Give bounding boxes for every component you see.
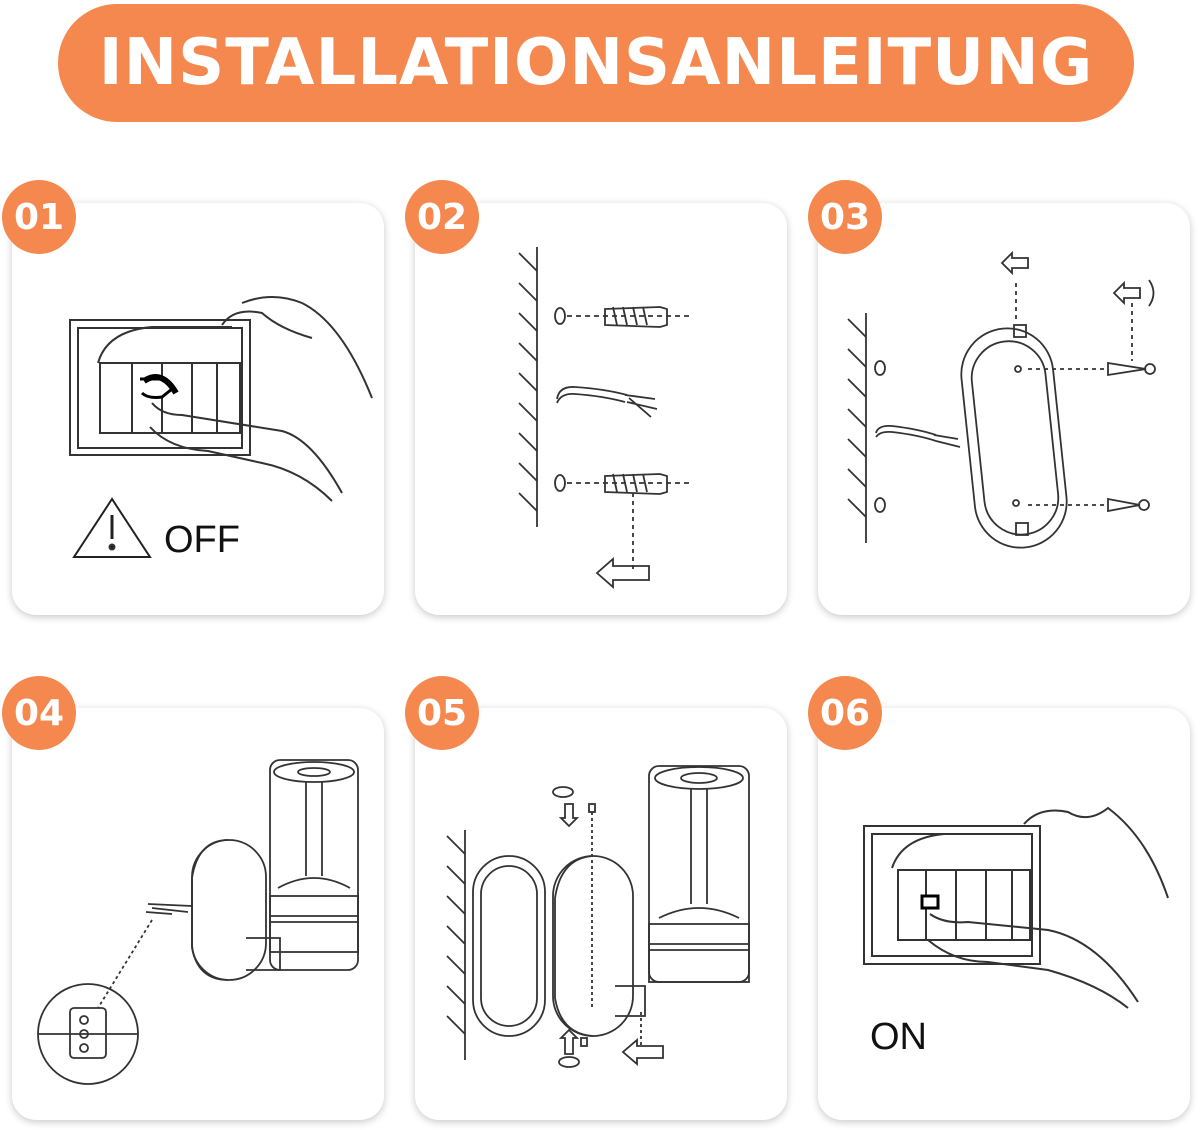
- arrow-left-icon: [1000, 250, 1029, 276]
- step-badge-01: 01: [2, 180, 76, 254]
- breaker-on-illustration: [863, 806, 1169, 1009]
- arrow-left-icon: [1112, 280, 1141, 306]
- arrow-down-icon: [558, 803, 580, 828]
- step-card-06: ON: [818, 708, 1190, 1120]
- wiring-illustration: [37, 759, 359, 1085]
- step-card-02: [415, 203, 787, 615]
- step-badge-06: 06: [808, 676, 882, 750]
- title-banner: INSTALLATIONSANLEITUNG: [58, 4, 1134, 122]
- step-label-on: ON: [870, 1016, 927, 1058]
- step-badge-03: 03: [808, 180, 882, 254]
- step-badge-05: 05: [405, 676, 479, 750]
- step-badge-02: 02: [405, 180, 479, 254]
- step-label-off: OFF: [164, 519, 240, 561]
- arrow-up-icon: [558, 1028, 580, 1055]
- arrow-left-icon: [621, 1038, 664, 1066]
- step-card-04: [12, 708, 384, 1120]
- step-card-05: [415, 708, 787, 1120]
- step-card-03: [818, 203, 1190, 615]
- step-badge-04: 04: [2, 676, 76, 750]
- mount-plate-illustration: [847, 250, 1156, 549]
- page-title: INSTALLATIONSANLEITUNG: [98, 26, 1094, 100]
- breaker-off-illustration: [69, 296, 373, 558]
- lamp-mounting-illustration: [446, 765, 750, 1068]
- step-card-01: OFF: [12, 203, 384, 615]
- wall-drilling-illustration: [518, 247, 691, 589]
- arrow-left-icon: [595, 557, 650, 589]
